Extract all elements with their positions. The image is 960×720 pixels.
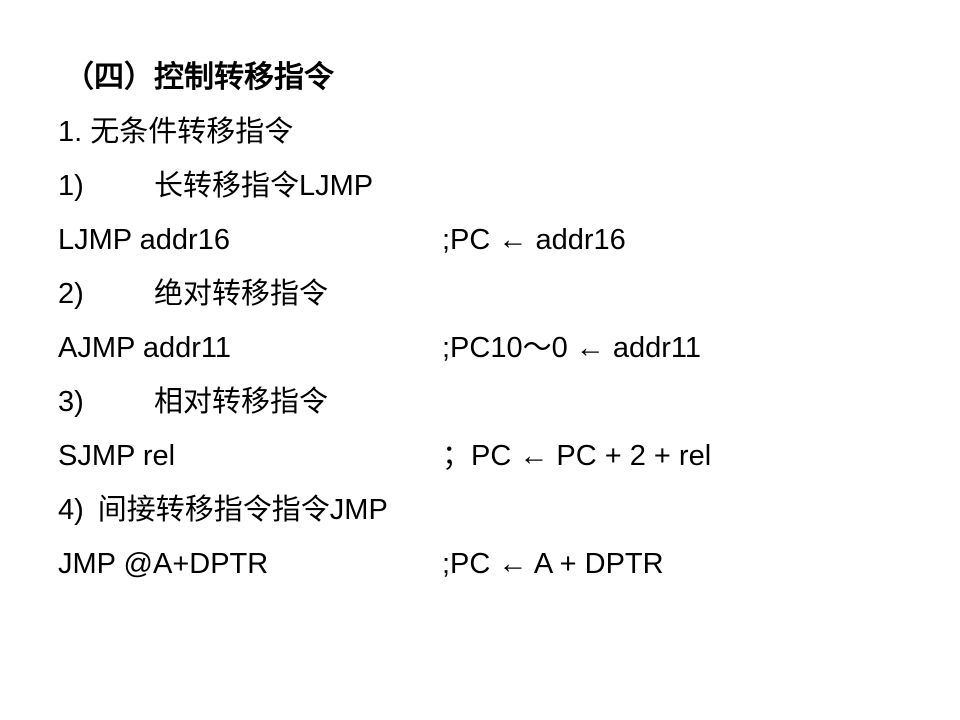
instruction-line-1: LJMP addr16 ;PC ← addr16 bbox=[58, 220, 938, 260]
item-number-3: 3) bbox=[58, 386, 84, 418]
item-title-2: 2) 绝对转移指令 bbox=[58, 274, 938, 314]
instruction-syntax-1: LJMP addr16 bbox=[58, 224, 230, 256]
instruction-comment-1: ;PC ← addr16 bbox=[442, 224, 626, 256]
item-title-4: 4) 间接转移指令指令JMP bbox=[58, 490, 938, 530]
item-number-1: 1) bbox=[58, 170, 84, 202]
instruction-syntax-2: AJMP addr11 bbox=[58, 332, 232, 364]
item-title-3: 3) 相对转移指令 bbox=[58, 382, 938, 422]
instruction-line-4: JMP @A+DPTR ;PC ← A + DPTR bbox=[58, 544, 938, 584]
instruction-syntax-3: SJMP rel bbox=[58, 440, 176, 472]
section-title-text: 1. 无条件转移指令 bbox=[58, 116, 294, 148]
instruction-line-3: SJMP rel ；PC ← PC + 2 + rel bbox=[58, 436, 938, 476]
item-number-4: 4) bbox=[58, 494, 84, 526]
slide-heading-text: （四）控制转移指令 bbox=[64, 61, 334, 94]
instruction-comment-2: ;PC10～0 ← addr11 bbox=[442, 332, 701, 364]
instruction-comment-4: ;PC ← A + DPTR bbox=[442, 548, 664, 580]
item-number-2: 2) bbox=[58, 278, 84, 310]
instruction-line-2: AJMP addr11 ;PC10～0 ← addr11 bbox=[58, 328, 938, 368]
instruction-syntax-4: JMP @A+DPTR bbox=[58, 548, 269, 580]
item-title-1: 1) 长转移指令LJMP bbox=[58, 166, 938, 206]
section-title: 1. 无条件转移指令 bbox=[58, 112, 938, 152]
item-title-text-2: 绝对转移指令 bbox=[154, 278, 329, 310]
item-title-text-1: 长转移指令LJMP bbox=[154, 170, 374, 202]
instruction-comment-3: ；PC ← PC + 2 + rel bbox=[442, 440, 712, 472]
item-title-text-3: 相对转移指令 bbox=[154, 386, 329, 418]
slide-heading: （四）控制转移指令 bbox=[64, 58, 944, 98]
item-title-text-4: 间接转移指令指令JMP bbox=[97, 494, 388, 526]
